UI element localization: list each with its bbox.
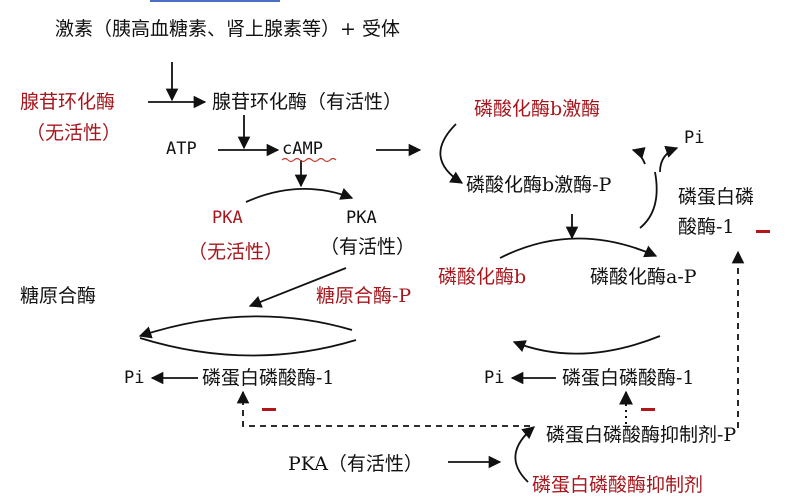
pka-inactive-state: （无活性） [188,241,284,263]
arrow-pka-to-gs [248,267,347,308]
arc-gs-phosphorylation [138,315,353,339]
phosphorylase-a-p-label: 磷酸化酶a-P [590,266,697,288]
phk-b-kinase-label: 磷酸化酶b激酶 [474,98,601,120]
inhibit-minus-mid [641,408,655,411]
ac-active-label: 腺苷环化酶（有活性） [212,91,403,113]
pi-mid-label: Pi [484,368,505,388]
hormone-receptor-label: 激素（胰高血糖素、肾上腺素等）+ 受体 [55,18,400,40]
camp-label: cAMP [282,139,323,159]
ppp1-left-label: 磷蛋白磷酸酶-1 [202,367,335,389]
atp-label: ATP [166,139,197,159]
arc-pka-activation [245,188,354,203]
ppp1-right-label-2: 酸酶-1 [678,216,735,238]
arc-phosphorylase-activation [499,237,658,259]
camp-spellcheck-underline [281,157,337,163]
arrow-to-kinase-p [631,147,646,165]
pka-active-label: PKA [346,208,377,228]
ppp1-mid-label: 磷蛋白磷酸酶-1 [562,367,695,389]
inhibit-minus-right [756,230,770,233]
arrow-pi-top [659,145,679,173]
pi-top-label: Pi [684,128,705,148]
arc-kinase-activation [439,123,464,184]
ppp1-right-label-1: 磷蛋白磷 [678,186,755,208]
pi-left-label: Pi [124,368,145,388]
inhibit-minus-left [262,408,276,411]
arc-phosphorylase-dephosphorylation [512,335,661,355]
pka-inactive-label: PKA [212,208,243,228]
title-underline [150,0,280,2]
pka-bottom-label: PKA（有活性） [288,453,423,475]
glycogen-synthase-label: 糖原合酶 [20,285,97,307]
dashed-inhibition-left [236,390,530,427]
arc-kinase-p-down [639,171,658,229]
phk-b-kinase-p-label: 磷酸化酶b激酶-P [466,174,612,196]
glycogen-synthase-p-label: 糖原合酶-P [316,285,412,307]
arc-inhibitor-phosphorylation [514,426,535,483]
inhibitor-label: 磷蛋白磷酸酶抑制剂 [532,474,704,496]
ac-inactive-label: 腺苷环化酶 [20,91,116,113]
arc-gs-dephosphorylation [139,337,357,357]
ac-inactive-state: （无活性） [26,122,122,144]
pka-active-state: （有活性） [320,236,416,258]
phosphorylase-b-label: 磷酸化酶b [438,266,527,288]
inhibitor-p-label: 磷蛋白磷酸酶抑制剂-P [546,424,737,446]
